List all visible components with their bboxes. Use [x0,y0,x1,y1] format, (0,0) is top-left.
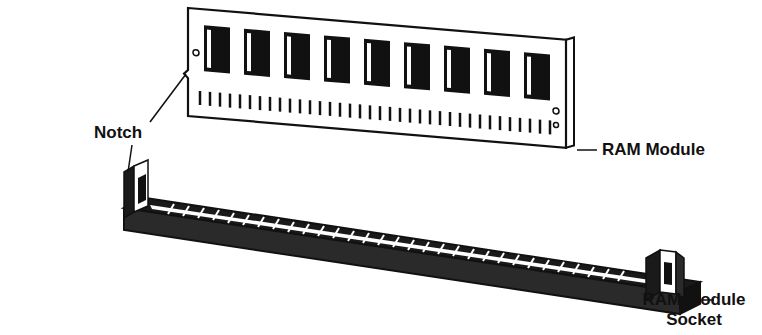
ram-socket-art [124,160,700,314]
part-label: RAM Module [602,140,752,160]
leader-lines [128,74,714,300]
ram-module-art [184,5,574,149]
part-label: Notch [94,123,164,143]
part-label: RAM Module Socket [630,290,758,330]
